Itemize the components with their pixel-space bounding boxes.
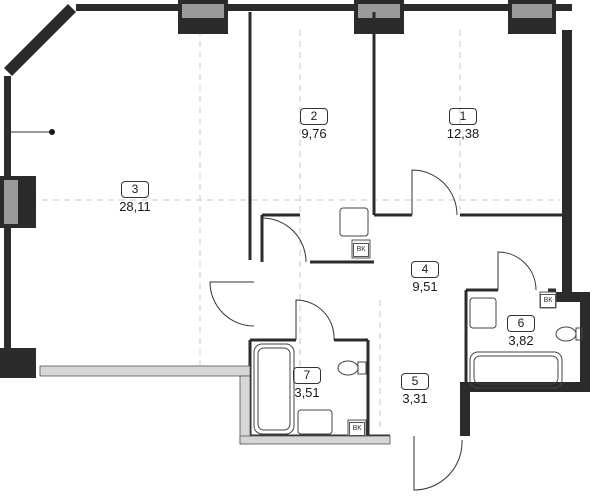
- vent-tag-2: ВК: [540, 294, 556, 308]
- room-area: 3,51: [294, 385, 320, 400]
- room-5-label: 5 3,31: [390, 372, 440, 407]
- room-area: 12,38: [446, 126, 480, 141]
- room-area: 9,51: [412, 279, 438, 294]
- room-number: 1: [449, 108, 477, 125]
- room-number: 5: [401, 373, 429, 390]
- room-number: 7: [293, 367, 321, 384]
- room-4-label: 4 9,51: [400, 260, 450, 295]
- room-area: 28,11: [119, 199, 151, 214]
- vent-tag-3: ВК: [349, 422, 365, 436]
- fixtures: [297, 207, 583, 435]
- bathtubs: [253, 343, 563, 435]
- room-3-label: 3 28,11: [110, 180, 160, 215]
- room-number: 3: [121, 181, 149, 198]
- room-number: 6: [507, 315, 535, 332]
- grid-lines: [20, 30, 560, 430]
- room-area: 9,76: [301, 126, 327, 141]
- columns: [0, 0, 556, 378]
- outer-walls: [4, 4, 590, 436]
- room-number: 4: [411, 261, 439, 278]
- room-1-label: 1 12,38: [438, 107, 488, 142]
- room-7-label: 7 3,51: [282, 366, 332, 401]
- room-number: 2: [300, 108, 328, 125]
- room-area: 3,82: [508, 333, 534, 348]
- entry-marker: [4, 129, 55, 135]
- room-6-label: 6 3,82: [496, 314, 546, 349]
- room-2-label: 2 9,76: [289, 107, 339, 142]
- doors: [209, 169, 537, 491]
- light-walls: [39, 365, 391, 445]
- vent-tag-1: ВК: [353, 243, 369, 257]
- room-area: 3,31: [402, 391, 428, 406]
